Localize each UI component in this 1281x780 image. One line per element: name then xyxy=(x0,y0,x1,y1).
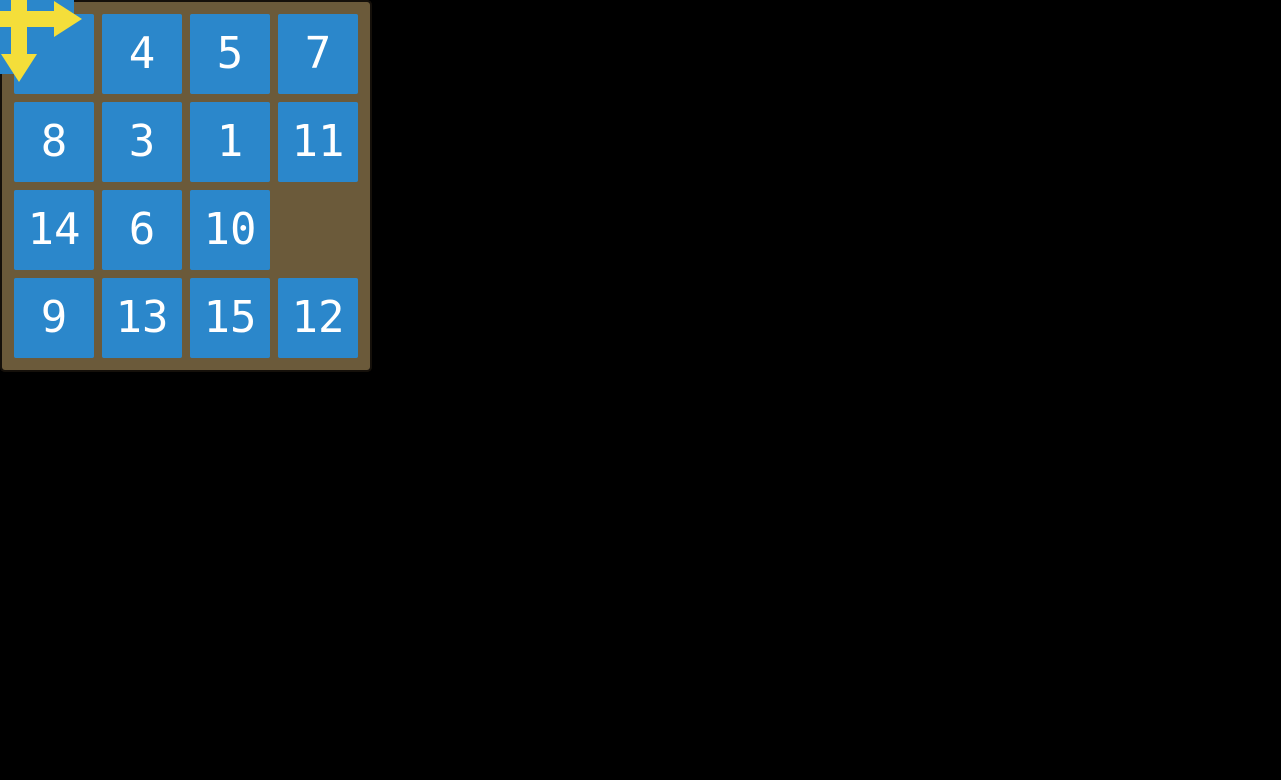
puzzle-tile: 5 xyxy=(190,14,270,94)
puzzle-tile: 7 xyxy=(278,14,358,94)
puzzle-tile: 4 xyxy=(102,14,182,94)
puzzle-tile: 9 xyxy=(14,278,94,358)
puzzle-tile: 1 xyxy=(190,102,270,182)
puzzle-tile: 14 xyxy=(14,190,94,270)
puzzle-tile: 15 xyxy=(190,278,270,358)
empty-cell xyxy=(278,190,358,270)
puzzle-tile: 12 xyxy=(278,278,358,358)
puzzle-tile: 3 xyxy=(102,102,182,182)
down-arrow-icon xyxy=(1,0,37,82)
puzzle-tile: 13 xyxy=(102,278,182,358)
puzzle-tile: 6 xyxy=(102,190,182,270)
puzzle-tile: 8 xyxy=(14,102,94,182)
puzzle-tile: 10 xyxy=(190,190,270,270)
puzzle-tile: 11 xyxy=(278,102,358,182)
